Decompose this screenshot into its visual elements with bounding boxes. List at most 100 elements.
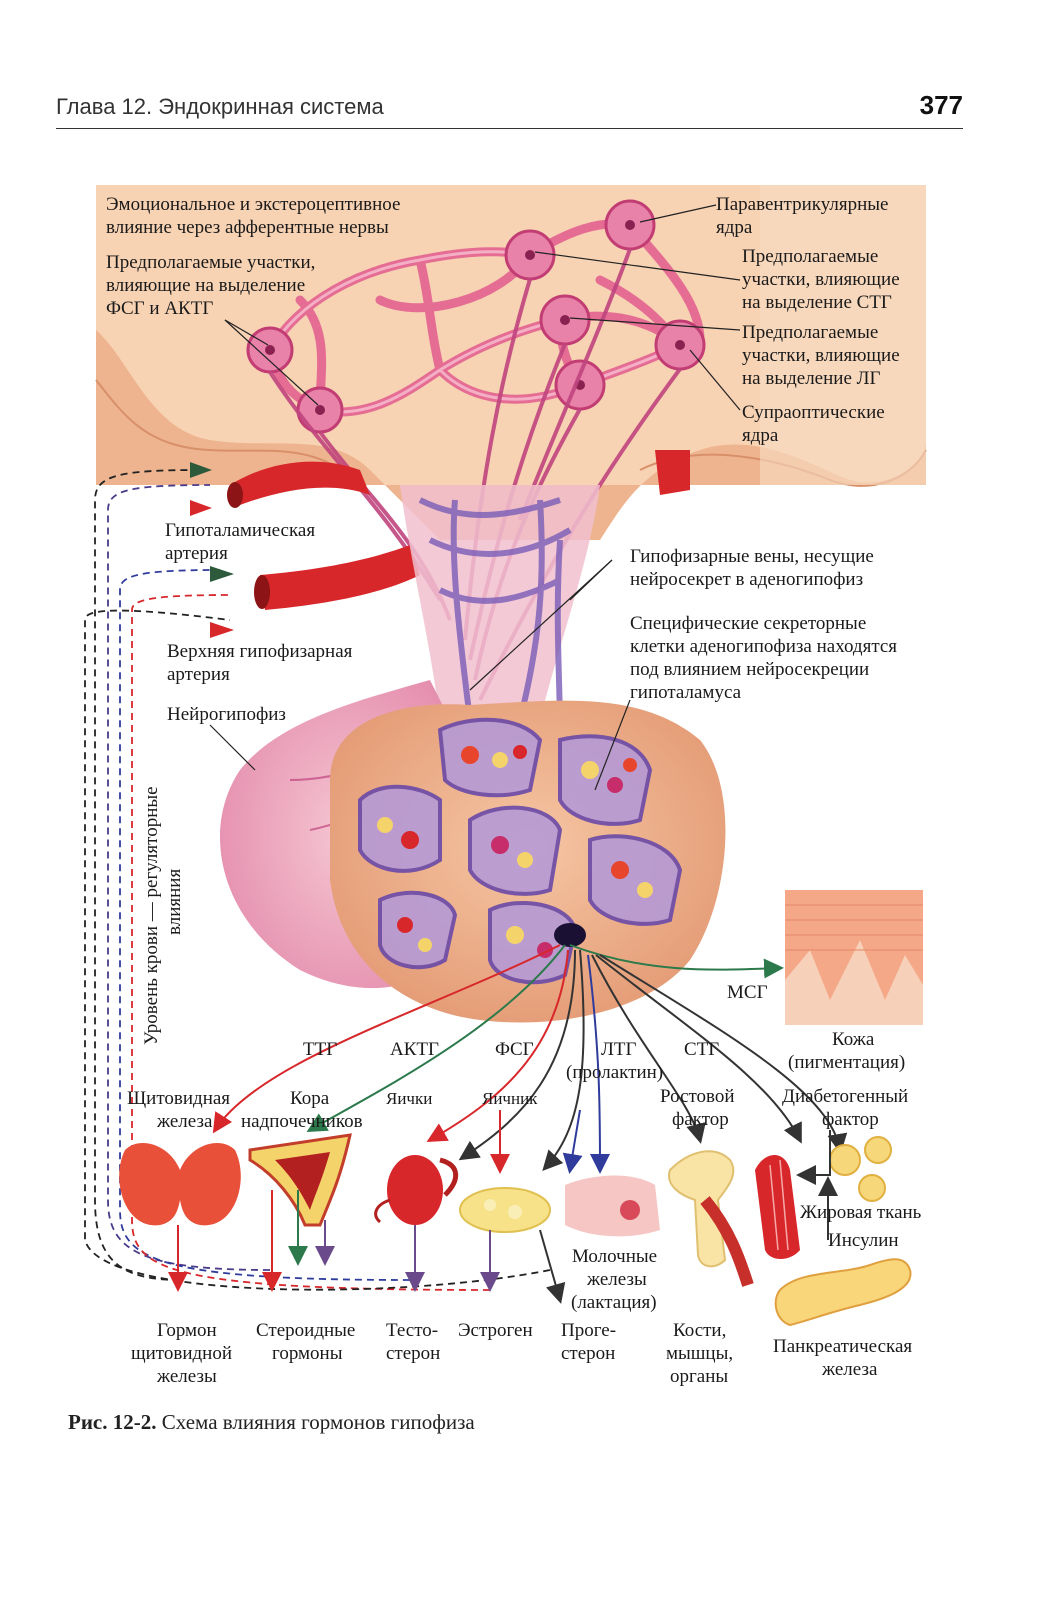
label-lg-sites: на выделение ЛГ: [742, 368, 881, 389]
pancreas: [774, 1258, 912, 1327]
skin-tissue: [785, 890, 923, 1025]
caption-text: Схема влияния гормонов гипофиза: [156, 1410, 475, 1434]
feedback-arrowheads: [190, 462, 234, 638]
mammary-gland: [565, 1175, 660, 1237]
hypothalamic-artery: [227, 450, 690, 508]
leader-lines: [209, 204, 741, 791]
chapter-title: Глава 12. Эндокринная система: [56, 94, 384, 119]
label-blood-level: Уровень крови — регуляторные: [141, 786, 162, 1045]
label-out-progesterone: стерон: [561, 1343, 615, 1364]
upper-pituitary-artery: [254, 545, 420, 610]
label-pituitary-veins: нейросекрет в аденогипофиз: [630, 569, 863, 590]
label-msg: МСГ: [727, 982, 768, 1003]
label-upper-artery: Верхняя гипофизарная: [167, 641, 353, 662]
label-out-steroid: гормоны: [272, 1343, 343, 1364]
neuron-cell: [296, 386, 344, 434]
neuron-cell: [539, 294, 591, 346]
label-diabetogenic: Диабетогенный: [782, 1086, 908, 1107]
label-testes: Яички: [386, 1089, 432, 1108]
label-specific-cells: клетки аденогипофиза находятся: [630, 636, 897, 657]
fat-tissue: [829, 1136, 892, 1202]
label-emotional: влияние через афферентные нервы: [106, 217, 389, 238]
label-stg-sites: участки, влияющие: [742, 269, 900, 290]
label-out-steroid: Стероидные: [256, 1320, 355, 1341]
label-out-testosterone: стерон: [386, 1343, 440, 1364]
label-adrenal-cortex: надпочечников: [241, 1111, 363, 1132]
label-pancreas: Панкреатическая: [773, 1336, 912, 1357]
neuron-cell: [604, 199, 656, 251]
label-stg: СТГ: [684, 1039, 719, 1060]
neuron-cell: [654, 319, 706, 371]
label-hypothalamic-artery: артерия: [165, 543, 228, 564]
hormone-arrows: [212, 944, 848, 1174]
label-upper-artery: артерия: [167, 664, 230, 685]
label-out-thyroid: железы: [156, 1366, 217, 1387]
label-out-estrogen: Эстроген: [458, 1320, 533, 1341]
label-ovary: Яичник: [482, 1089, 538, 1108]
label-emotional: Эмоциональное и экстероцептивное: [106, 194, 400, 215]
label-fsg-sites: влияющие на выделение: [106, 275, 305, 296]
label-prolactin: (пролактин): [566, 1062, 663, 1083]
label-out-thyroid: щитовидной: [131, 1343, 232, 1364]
label-skin: Кожа: [832, 1029, 875, 1050]
testis: [374, 1155, 459, 1225]
label-specific-cells: под влиянием нейросекреции: [630, 659, 869, 680]
label-specific-cells: Специфические секреторные: [630, 613, 866, 634]
muscle-fibers: [755, 1155, 800, 1259]
bone-muscle: [668, 1150, 754, 1287]
label-specific-cells: гипоталамуса: [630, 682, 742, 703]
label-diabetogenic: фактор: [822, 1109, 879, 1130]
label-ttg: ТТГ: [303, 1039, 337, 1060]
label-pituitary-veins: Гипофизарные вены, несущие: [630, 546, 874, 567]
neuron-cell: [554, 359, 606, 411]
label-insulin: Инсулин: [828, 1230, 899, 1251]
caption-label: Рис. 12-2.: [68, 1410, 157, 1434]
label-fat-tissue: Жировая ткань: [800, 1202, 922, 1223]
label-fsg: ФСГ: [495, 1039, 534, 1060]
label-thyroid: Щитовидная: [127, 1088, 230, 1109]
label-pancreas: железа: [821, 1359, 878, 1380]
figure-caption: Рис. 12-2. Схема влияния гормонов гипофи…: [68, 1410, 475, 1435]
label-mammary: Молочные: [572, 1246, 657, 1267]
portal-vein-network: [358, 717, 683, 985]
label-lg-sites: участки, влияющие: [742, 345, 900, 366]
label-aktg: АКТГ: [390, 1039, 439, 1060]
label-growth-factor: фактор: [672, 1109, 729, 1130]
neuron-cell: [504, 229, 556, 281]
label-out-bones: органы: [670, 1366, 728, 1387]
ovary: [459, 1187, 551, 1233]
label-stg-sites: на выделение СТГ: [742, 292, 892, 313]
label-stg-sites: Предполагаемые: [742, 246, 878, 267]
secretory-cells: [377, 745, 653, 958]
neuron-cells: [246, 199, 706, 434]
label-hypothalamic-artery: Гипоталамическая: [165, 520, 315, 541]
label-adrenal-cortex: Кора: [290, 1088, 330, 1109]
label-supraoptic: ядра: [742, 425, 779, 446]
label-ltg: ЛТГ: [601, 1039, 636, 1060]
label-supraoptic: Супраоптические: [742, 402, 885, 423]
neuron-cell: [246, 326, 294, 374]
label-mammary: железы: [586, 1269, 647, 1290]
label-blood-level: влияния: [164, 869, 185, 935]
output-arrows: [168, 1130, 838, 1304]
label-out-bones: Кости,: [673, 1320, 726, 1341]
label-paraventricular: ядра: [716, 217, 753, 238]
thyroid-gland: [119, 1142, 241, 1226]
label-fsg-sites: ФСГ и АКТГ: [106, 298, 213, 319]
label-neurohypophysis: Нейрогипофиз: [167, 704, 286, 725]
label-lg-sites: Предполагаемые: [742, 322, 878, 343]
adenohypophysis: [330, 700, 726, 1023]
text-labels: Эмоциональное и экстероцептивное влияние…: [106, 194, 922, 1387]
label-growth-factor: Ростовой: [660, 1086, 735, 1107]
label-paraventricular: Паравентрикулярные: [716, 194, 888, 215]
label-out-bones: мышцы,: [666, 1343, 733, 1364]
label-out-progesterone: Проге-: [561, 1320, 616, 1341]
page-header: Глава 12. Эндокринная система 377: [56, 90, 963, 129]
label-thyroid: железа: [156, 1111, 213, 1132]
label-skin: (пигментация): [788, 1052, 905, 1073]
label-out-testosterone: Тесто-: [386, 1320, 438, 1341]
hormone-source-point: [554, 923, 586, 947]
label-mammary: (лактация): [571, 1292, 657, 1313]
label-fsg-sites: Предполагаемые участки,: [106, 252, 315, 273]
